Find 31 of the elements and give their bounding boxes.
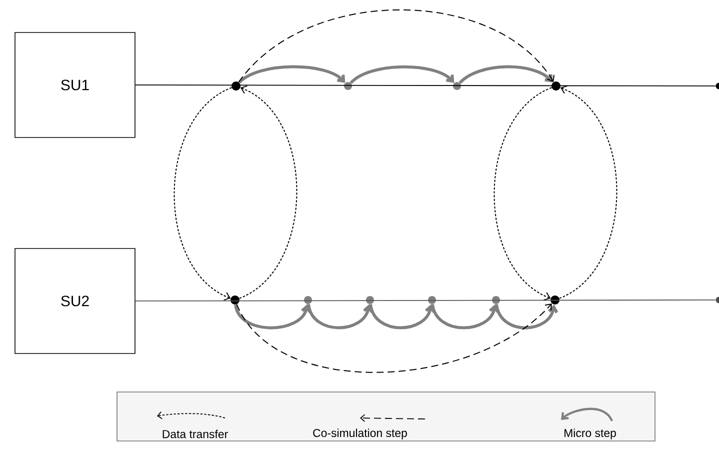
- data-transfer-arrow: [238, 85, 298, 299]
- time-point-dot: [492, 296, 500, 304]
- micro-step-arrow: [238, 65, 346, 84]
- subsystem-box: SU1: [14, 32, 136, 138]
- subsystem-box: SU2: [14, 248, 136, 354]
- time-point-dot: [230, 295, 240, 304]
- co-simulation-arrow: [236, 304, 552, 373]
- micro-step-arrow: [234, 304, 312, 330]
- time-point-dot: [344, 82, 352, 90]
- micro-step-arrow: [307, 304, 374, 330]
- micro-step-arrow: [350, 65, 454, 84]
- timeline: [134, 84, 716, 86]
- micro-step-arrow: [495, 304, 558, 330]
- time-point-dot: [453, 82, 461, 90]
- micro-step-arrow: [458, 65, 553, 84]
- timeline: [134, 300, 716, 302]
- co-simulation-arrow: [238, 9, 555, 83]
- data-transfer-arrow: [174, 87, 232, 301]
- time-point-dot: [232, 81, 240, 90]
- data-transfer-arrow: [558, 85, 618, 299]
- data-transfer-arrow: [494, 87, 552, 301]
- time-point-dot: [366, 296, 374, 304]
- micro-step-arrow: [431, 304, 500, 330]
- time-point-dot: [428, 296, 436, 304]
- legend-label: Co-simulation step: [313, 428, 407, 440]
- time-point-dot: [552, 81, 560, 90]
- time-point-dot: [304, 296, 312, 304]
- micro-step-arrow: [369, 304, 436, 330]
- legend-label: Micro step: [564, 428, 616, 440]
- legend-label: Data transfer: [162, 430, 228, 438]
- time-point-dot: [550, 295, 560, 304]
